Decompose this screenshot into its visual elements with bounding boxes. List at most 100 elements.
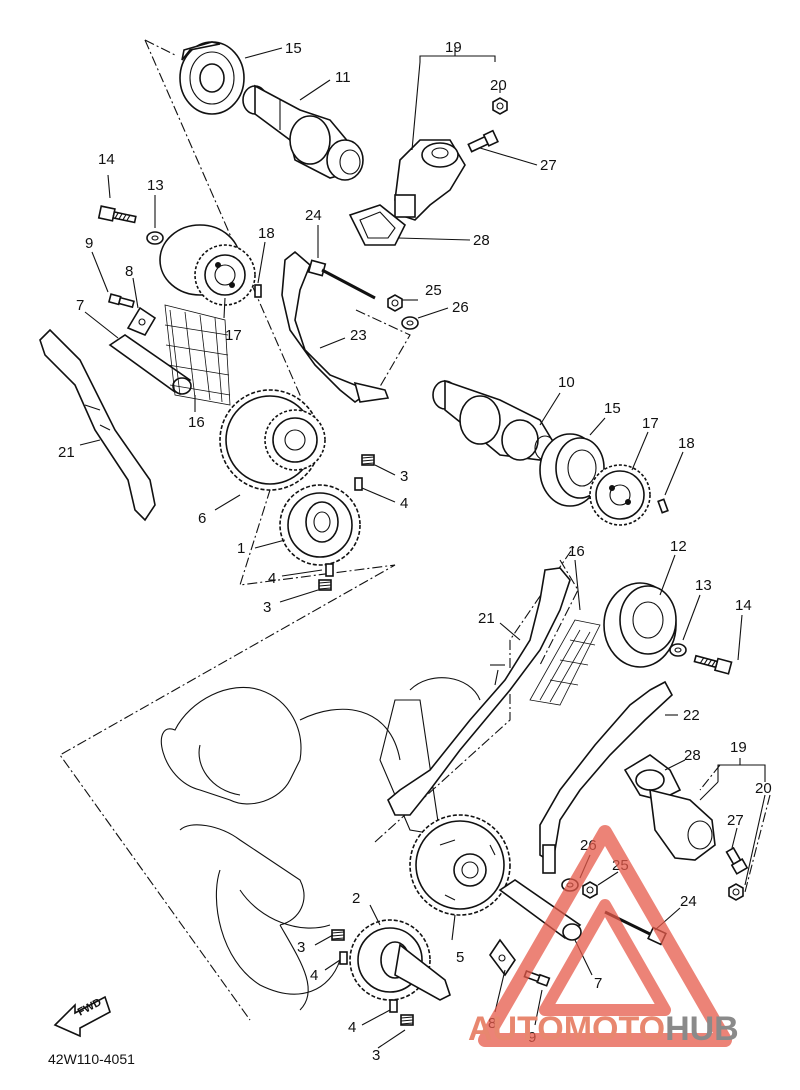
label-24b: 24 xyxy=(680,893,697,910)
label-1: 1 xyxy=(237,540,245,557)
sprocket-12 xyxy=(603,582,677,668)
label-21b: 21 xyxy=(478,610,495,627)
diagram-code: 42W110-4051 xyxy=(48,1051,135,1067)
spring-3-upper xyxy=(361,454,375,466)
nut-25-right xyxy=(582,881,598,899)
bolt-14-top xyxy=(97,205,138,227)
spring-3-lower-mid xyxy=(331,929,345,941)
fwd-arrow-icon: FWD xyxy=(53,995,111,1038)
label-25: 25 xyxy=(425,282,442,299)
label-10: 10 xyxy=(558,374,575,391)
gear-6 xyxy=(219,389,326,491)
gear-5 xyxy=(409,814,511,916)
label-4b: 4 xyxy=(268,570,276,587)
label-26: 26 xyxy=(452,299,469,316)
label-17b: 17 xyxy=(642,415,659,432)
label-14b: 14 xyxy=(735,597,752,614)
label-22: 22 xyxy=(683,707,700,724)
camshaft-11 xyxy=(242,84,364,181)
dowel-18-middle xyxy=(657,498,669,514)
label-12: 12 xyxy=(670,538,687,555)
chain-guide-21-center xyxy=(387,567,571,816)
watermark-logo: AUTOMOTOHUB xyxy=(468,825,739,1048)
chain-guide-23 xyxy=(281,250,390,403)
watermark-part1: AUTOMOTO xyxy=(468,1010,665,1048)
warning-triangle-icon xyxy=(478,825,732,1047)
label-2: 2 xyxy=(352,890,360,907)
label-19b: 19 xyxy=(730,739,747,756)
tensioner-19-top xyxy=(394,139,466,221)
bolt-14-right xyxy=(692,652,733,675)
label-15: 15 xyxy=(285,40,302,57)
chain-guide-21-top xyxy=(39,328,156,522)
nut-25-top xyxy=(387,294,403,312)
label-11: 11 xyxy=(335,69,351,86)
shaft-7-top xyxy=(108,334,192,395)
label-27b: 27 xyxy=(727,812,744,829)
washer-13-right xyxy=(669,643,687,657)
washer-13-top xyxy=(146,231,164,245)
bearing-15-top xyxy=(179,41,245,115)
engine-block-outline xyxy=(160,677,481,1011)
label-7b: 7 xyxy=(594,975,602,992)
spring-3-bottom xyxy=(400,1014,414,1026)
tensioner-19-right xyxy=(623,754,716,861)
dowel-18-top xyxy=(254,284,262,298)
cam-chain-16-center xyxy=(529,619,601,706)
label-23: 23 xyxy=(350,327,367,344)
label-27: 27 xyxy=(540,157,557,174)
label-4: 4 xyxy=(400,495,408,512)
leader-lines xyxy=(79,47,766,1049)
label-28: 28 xyxy=(473,232,490,249)
watermark-part2: HUB xyxy=(665,1010,739,1048)
pin-4-upper xyxy=(354,477,363,491)
bolt-27-top xyxy=(467,129,499,153)
label-4d: 4 xyxy=(348,1019,356,1036)
label-20: 20 xyxy=(490,77,507,94)
label-7: 7 xyxy=(76,297,84,314)
pin-4-lower-left xyxy=(325,563,334,577)
plate-8-lower xyxy=(489,938,516,977)
label-8: 8 xyxy=(125,263,133,280)
nut-20-right xyxy=(728,883,744,901)
label-17: 17 xyxy=(225,327,242,344)
label-9: 9 xyxy=(85,235,93,252)
gear-2 xyxy=(349,919,451,1001)
label-6: 6 xyxy=(198,510,206,527)
label-15b: 15 xyxy=(604,400,621,417)
bolt-27-right xyxy=(725,846,749,875)
bolt-24-top xyxy=(307,259,376,300)
label-14: 14 xyxy=(98,151,115,168)
plate-8-top xyxy=(126,306,157,337)
label-16b: 16 xyxy=(568,543,585,560)
gear-1 xyxy=(279,484,361,566)
label-16: 16 xyxy=(188,414,205,431)
label-3c: 3 xyxy=(297,939,305,956)
label-20b: 20 xyxy=(755,780,772,797)
label-3d: 3 xyxy=(372,1047,380,1064)
label-3b: 3 xyxy=(263,599,271,616)
chain-guide-22 xyxy=(539,680,673,874)
label-19: 19 xyxy=(445,39,462,56)
pin-4-bottom xyxy=(389,999,398,1013)
label-3: 3 xyxy=(400,468,408,485)
pin-4-lower-mid xyxy=(339,951,348,965)
label-13b: 13 xyxy=(695,577,712,594)
label-24: 24 xyxy=(305,207,322,224)
cam-sprocket-17-top xyxy=(159,224,256,306)
label-5: 5 xyxy=(456,949,464,966)
cam-sprocket-17-middle xyxy=(589,464,651,526)
camshaft-10 xyxy=(432,379,557,461)
label-21: 21 xyxy=(58,444,75,461)
label-4c: 4 xyxy=(310,967,318,984)
cam-chain-16-top xyxy=(164,304,231,406)
label-28b: 28 xyxy=(684,747,701,764)
spring-3-lower-left xyxy=(318,579,332,591)
label-18: 18 xyxy=(258,225,275,242)
nut-20-top xyxy=(492,97,508,115)
bolt-9-top xyxy=(107,293,135,309)
washer-26-top xyxy=(401,316,419,330)
watermark-text: AUTOMOTOHUB xyxy=(468,1010,739,1048)
gasket-28-top xyxy=(348,204,407,246)
